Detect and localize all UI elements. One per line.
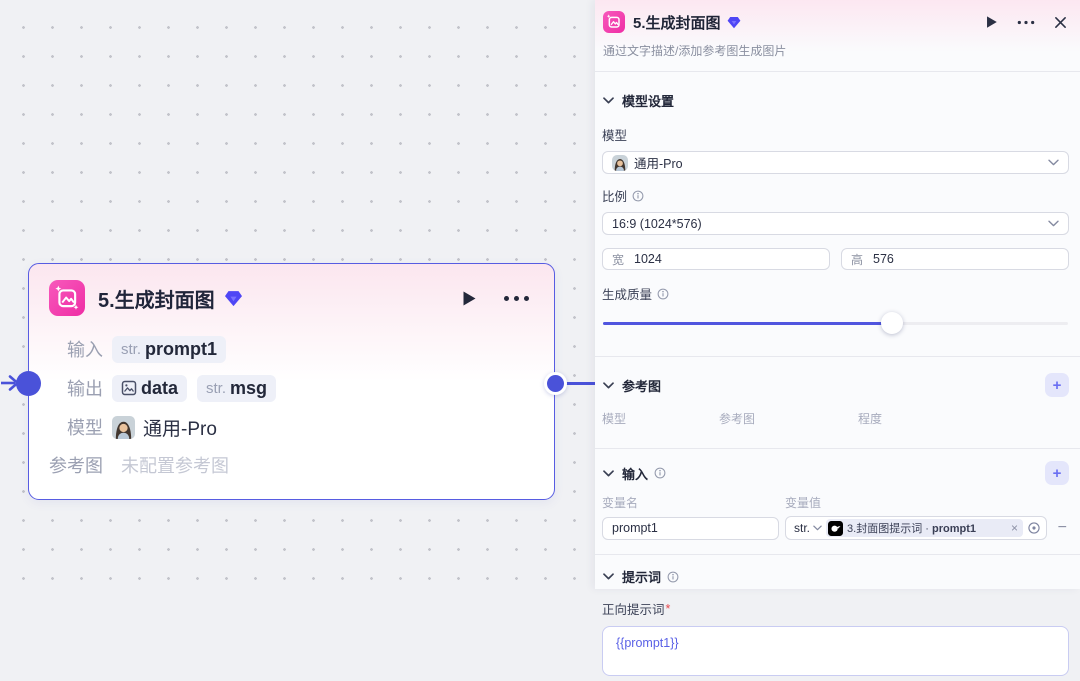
run-node-button[interactable] [985,15,998,29]
width-field[interactable]: 宽 [602,248,830,270]
source-node-icon [828,521,843,536]
required-asterisk: * [666,602,671,616]
node-row-input: 输入 str. prompt1 [47,335,554,363]
node-input-port[interactable] [16,371,41,396]
col-reference: 参考图 [719,410,858,427]
variable-name-input[interactable] [602,517,779,540]
model-select-value: 通用-Pro [634,153,683,172]
variable-name: msg [230,378,267,399]
height-input[interactable] [873,252,1059,266]
variable-reference-chip[interactable]: 3.封面图提示词 · prompt1 × [826,519,1023,537]
col-degree: 程度 [858,410,882,427]
section-input[interactable]: 输入 + [595,461,1080,485]
model-name: 通用-Pro [143,414,217,441]
ratio-select[interactable]: 16:9 (1024*576) [602,212,1069,235]
reference-empty-text: 未配置参考图 [121,452,229,478]
quality-slider-thumb[interactable] [881,312,903,334]
section-reference-image[interactable]: 参考图 + [595,373,1080,397]
node-row-model: 模型 通用-Pro [47,413,554,441]
chevron-down-icon [1048,159,1059,166]
model-avatar [612,155,628,171]
type-tag: str. [121,341,141,358]
chevron-down-icon [603,382,614,389]
divider [595,448,1080,449]
variable-name: data [141,378,178,399]
chevron-down-icon [1048,220,1059,227]
reference-path: 3.封面图提示词 · prompt1 [847,520,976,536]
info-icon[interactable] [667,571,679,583]
divider [595,356,1080,357]
divider [595,71,1080,72]
variable-name: prompt1 [145,339,217,360]
node-card-generate-cover[interactable]: 5.生成封面图 输入 str. pr [28,263,555,500]
divider [595,554,1080,555]
gem-badge-icon [727,16,741,29]
node-config-panel: 5.生成封面图 通过文字描述/添加参考图生成图片 模型设置 [595,0,1080,589]
outgoing-edge-line [566,382,595,385]
col-model: 模型 [602,410,719,427]
chevron-down-icon [813,525,822,531]
input-row-label: 输入 [47,336,103,362]
ratio-field-label: 比例 [602,186,1069,205]
input-column-headers: 变量名 变量值 [595,494,1080,511]
node-title: 5.生成封面图 [98,284,215,313]
chevron-down-icon [603,573,614,580]
image-generate-icon [603,11,625,33]
chevron-down-icon [603,470,614,477]
more-options-button[interactable] [503,295,530,302]
add-input-button[interactable]: + [1045,461,1069,485]
col-variable-name: 变量名 [602,494,785,511]
col-variable-value: 变量值 [785,494,821,511]
reference-row-label: 参考图 [47,452,103,478]
variable-value-field: str. 3.封面图提示词 · prompt1 × [785,516,1047,540]
section-model-settings[interactable]: 模型设置 [595,91,1080,110]
model-field-label: 模型 [602,125,1069,144]
type-tag: str. [206,380,226,397]
reference-column-headers: 模型 参考图 程度 [595,410,1080,427]
input-variable-row: str. 3.封面图提示词 · prompt1 × − [595,516,1080,540]
model-row-label: 模型 [47,414,103,440]
ratio-select-value: 16:9 (1024*576) [612,217,702,231]
chevron-down-icon [603,97,614,104]
image-type-icon [121,380,137,396]
section-prompt[interactable]: 提示词 [595,567,1080,586]
locate-source-icon[interactable] [1027,521,1041,535]
section-title: 输入 [622,464,648,483]
quality-slider[interactable] [602,312,1069,334]
width-prefix: 宽 [612,251,624,268]
run-node-button[interactable] [461,290,477,307]
section-title: 模型设置 [622,91,674,110]
remove-variable-button[interactable]: − [1058,519,1069,537]
quality-field-label: 生成质量 [602,284,1069,303]
output-msg-chip[interactable]: str. msg [197,375,276,402]
section-title: 参考图 [622,376,661,395]
info-icon[interactable] [632,190,644,202]
output-data-chip[interactable]: data [112,375,187,402]
node-row-output: 输出 data str. msg [47,374,554,402]
info-icon[interactable] [657,288,669,300]
gem-badge-icon [224,290,243,307]
quality-slider-fill [603,322,893,326]
model-select[interactable]: 通用-Pro [602,151,1069,174]
height-prefix: 高 [851,251,863,268]
close-panel-button[interactable] [1054,16,1067,29]
image-generate-icon [49,280,85,316]
input-variable-chip[interactable]: str. prompt1 [112,336,226,363]
section-title: 提示词 [622,567,661,586]
panel-title: 5.生成封面图 [633,12,721,33]
height-field[interactable]: 高 [841,248,1069,270]
output-row-label: 输出 [47,375,103,401]
positive-prompt-input[interactable]: {{prompt1}} [602,626,1069,676]
type-select[interactable]: str. [794,521,822,535]
positive-prompt-label: 正向提示词* [602,599,1069,618]
more-options-button[interactable] [1017,20,1035,25]
width-input[interactable] [634,252,820,266]
remove-reference-icon[interactable]: × [1011,522,1018,534]
add-reference-button[interactable]: + [1045,373,1069,397]
node-output-port[interactable] [544,372,567,395]
info-icon[interactable] [654,467,666,479]
node-row-reference: 参考图 未配置参考图 [47,452,554,478]
panel-subtitle: 通过文字描述/添加参考图生成图片 [595,33,1080,59]
model-avatar [112,416,135,439]
